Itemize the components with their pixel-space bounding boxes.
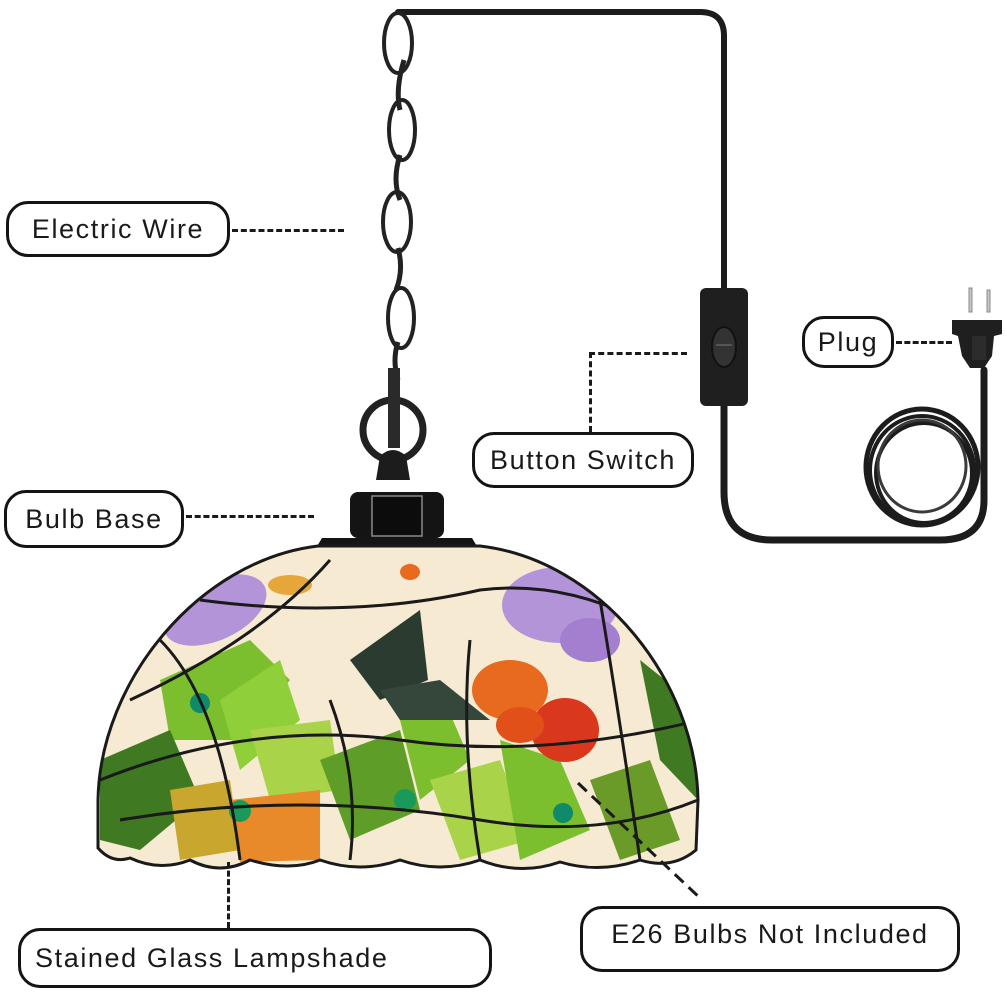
coiled-cord	[863, 406, 981, 528]
label-e26-bulbs-not-included-text: E26 Bulbs Not Included	[611, 919, 929, 949]
label-electric-wire-text: Electric Wire	[31, 213, 205, 244]
bulb-base-fitting	[316, 492, 478, 548]
shade-outline	[96, 544, 700, 870]
label-stained-glass-lampshade: Stained Glass Lampshade	[18, 928, 492, 988]
label-bulb-base: Bulb Base	[4, 490, 184, 548]
e26-leader-line	[576, 781, 702, 900]
button-switch-leader-horizontal	[589, 352, 687, 355]
plug-leader-line	[896, 341, 952, 344]
button-switch-leader-vertical	[589, 352, 592, 432]
label-button-switch-text: Button Switch	[490, 444, 676, 475]
electric-wire-leader-line	[232, 229, 344, 232]
label-plug: Plug	[802, 316, 894, 368]
label-plug-text: Plug	[817, 326, 879, 357]
button-switch-device	[700, 288, 748, 406]
chain	[381, 11, 417, 381]
lampshade-leader-line	[227, 862, 230, 928]
stained-glass-shade	[98, 546, 698, 869]
label-stained-glass-lampshade-text: Stained Glass Lampshade	[35, 942, 389, 973]
power-cord	[395, 9, 988, 544]
label-bulb-base-text: Bulb Base	[25, 503, 163, 534]
label-electric-wire: Electric Wire	[6, 201, 230, 257]
label-button-switch: Button Switch	[472, 432, 694, 488]
plug-device	[952, 287, 1002, 368]
hanging-ring	[359, 368, 427, 480]
label-e26-bulbs-not-included: E26 Bulbs Not Included	[580, 906, 960, 972]
bulb-base-leader-line	[186, 515, 314, 518]
